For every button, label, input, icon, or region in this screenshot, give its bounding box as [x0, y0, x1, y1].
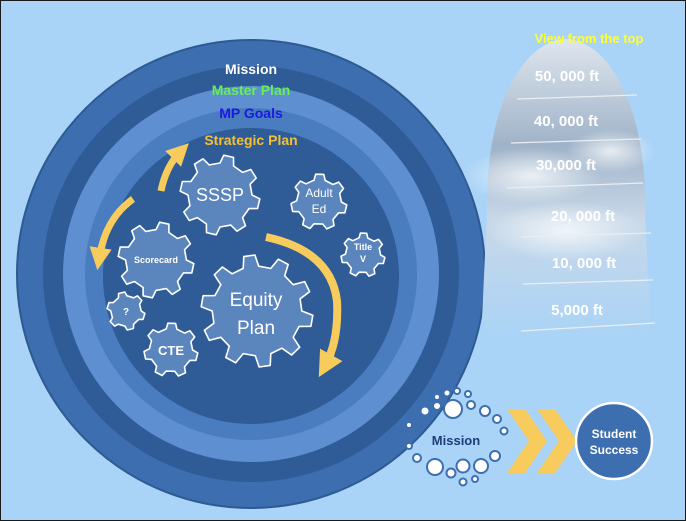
- ring-label-mission: Mission: [225, 61, 277, 77]
- gear-label-title-v-2: V: [360, 254, 366, 264]
- altitude-header: View from the top: [535, 31, 644, 46]
- gear-equity-plan-icon: [200, 254, 314, 368]
- gear-sssp-icon: [179, 154, 261, 236]
- gear-label-title-v: Title: [354, 242, 372, 252]
- cloud-shape: [461, 148, 601, 204]
- curved-arrow-icon: [157, 143, 189, 192]
- gear-label-cte: CTE: [158, 343, 184, 358]
- altitude-levels: 50, 000 ft 40, 000 ft 30,000 ft 20, 000 …: [506, 68, 656, 332]
- altitude-divider: [520, 232, 652, 238]
- altitude-label-20000: 20, 000 ft: [551, 208, 615, 225]
- flow-label-mission: Mission: [432, 433, 480, 448]
- gear-label-unknown: ?: [123, 307, 129, 318]
- curved-arrow-icon: [89, 196, 136, 271]
- gear-adult-ed-icon: [290, 173, 348, 230]
- gear-unknown-icon: [106, 291, 146, 331]
- curved-arrow-icon: [265, 233, 343, 378]
- altitude-divider: [516, 94, 638, 100]
- gear-label-equity-plan-2: Plan: [237, 318, 275, 339]
- ring-label-strategic-plan: Strategic Plan: [204, 132, 297, 148]
- chevron-group: [507, 409, 577, 473]
- altitude-label-5000: 5,000 ft: [551, 302, 603, 319]
- outcome-label-success: Success: [590, 443, 639, 457]
- cloud-shape: [486, 201, 646, 261]
- gear-group: [106, 154, 386, 377]
- altitude-divider: [522, 279, 654, 285]
- gear-label-sssp: SSSP: [196, 185, 244, 205]
- altitude-divider: [506, 182, 644, 189]
- altitude-panel: [461, 39, 656, 341]
- gear-cte-icon: [143, 322, 199, 377]
- gear-title-v-icon: [340, 232, 386, 277]
- bubble-cluster-icon: [405, 387, 509, 487]
- gear-label-scorecard: Scorecard: [134, 255, 178, 265]
- ring-label-mp-goals: MP Goals: [219, 105, 283, 121]
- gear-label-adult-ed: Adult: [305, 186, 333, 200]
- gear-label-adult-ed-2: Ed: [312, 202, 327, 216]
- ring-label-master-plan: Master Plan: [212, 82, 291, 98]
- chevron-right-icon: [537, 409, 577, 473]
- outcome-label-student: Student: [592, 427, 637, 441]
- altitude-divider: [510, 138, 642, 144]
- altitude-divider: [520, 322, 656, 332]
- gear-label-equity-plan: Equity: [230, 290, 283, 311]
- chevron-right-icon: [507, 409, 547, 473]
- altitude-label-30000: 30,000 ft: [536, 157, 596, 174]
- gear-scorecard-icon: [117, 221, 195, 299]
- student-success-circle: [574, 401, 654, 481]
- altitude-label-40000: 40, 000 ft: [534, 113, 598, 130]
- altitude-label-10000: 10, 000 ft: [552, 255, 616, 272]
- arrow-group: [89, 143, 343, 378]
- altitude-label-50000: 50, 000 ft: [535, 68, 599, 85]
